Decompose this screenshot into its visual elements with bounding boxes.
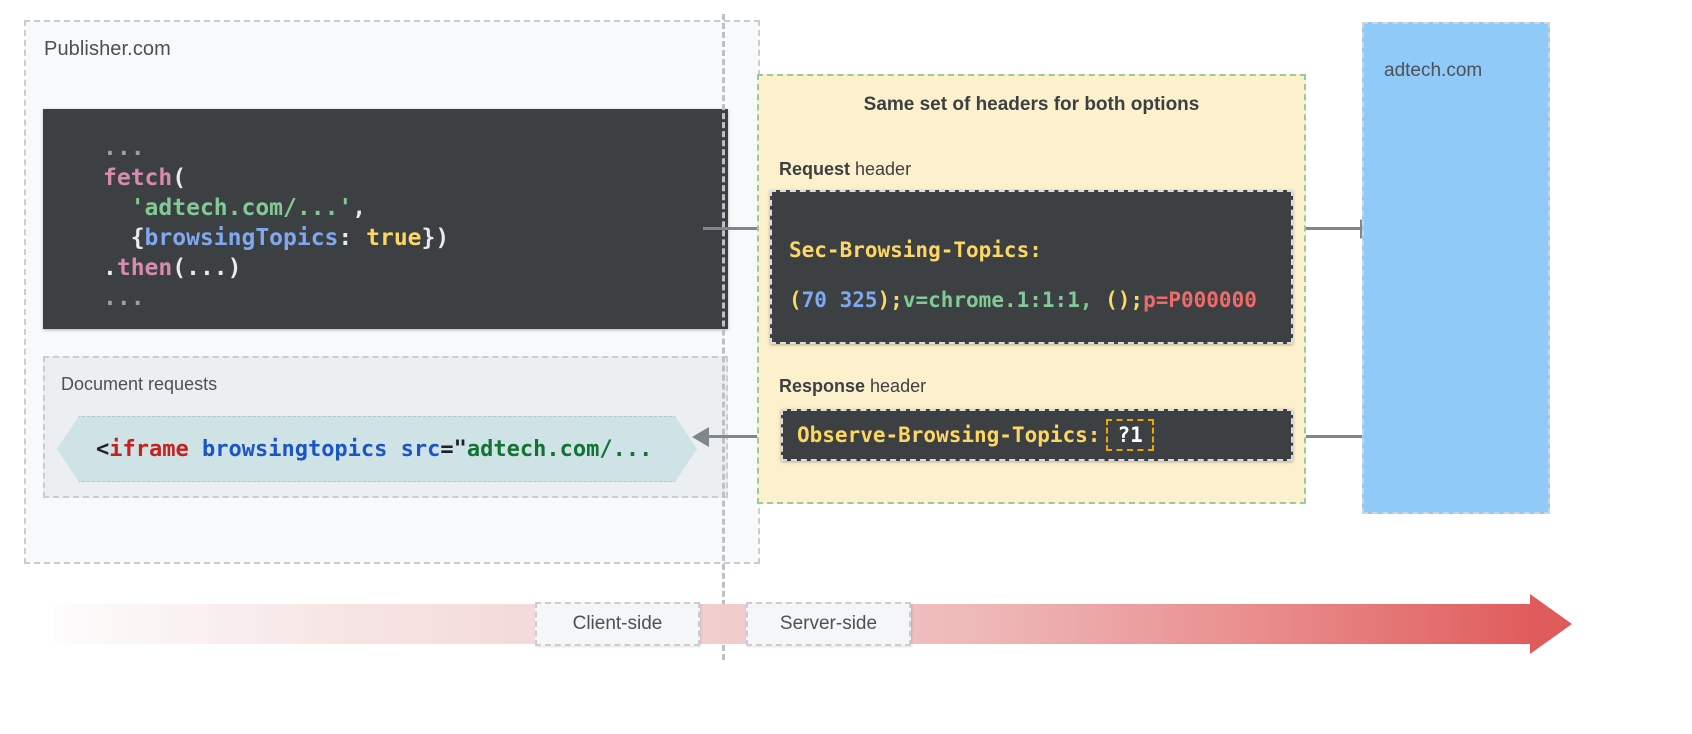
arrow-response-to-publisher-line xyxy=(700,435,768,438)
timeline-label-server-side: Server-side xyxy=(746,602,911,646)
request-header-block: Sec-Browsing-Topics: (70 325);v=chrome.1… xyxy=(770,190,1293,344)
request-header-caption: Request header xyxy=(779,159,911,180)
request-caption-rest: header xyxy=(850,159,912,179)
request-header-value: (70 325);v=chrome.1:1:1, ();p=P000000 xyxy=(789,288,1257,312)
request-caption-bold: Request xyxy=(779,159,851,179)
response-header-name: Observe-Browsing-Topics: xyxy=(797,423,1101,447)
response-caption-rest: header xyxy=(865,376,927,396)
response-header-block: Observe-Browsing-Topics: ?1 xyxy=(781,409,1293,461)
adtech-label: adtech.com xyxy=(1384,60,1483,81)
response-header-caption: Response header xyxy=(779,376,926,397)
fetch-code-text: ... fetch( 'adtech.com/...', {browsingTo… xyxy=(103,135,450,311)
timeline-arrow-head-icon xyxy=(1530,594,1572,654)
client-server-divider xyxy=(722,14,725,660)
iframe-snippet-text: <iframe browsingtopics src="adtech.com/.… xyxy=(96,436,653,462)
response-header-value-highlight: ?1 xyxy=(1106,419,1154,451)
arrow-publisher-to-request xyxy=(703,227,765,230)
timeline-label-client-side: Client-side xyxy=(535,602,700,646)
headers-panel: Same set of headers for both options Req… xyxy=(757,74,1306,504)
arrow-response-to-publisher-head-icon xyxy=(692,427,709,447)
response-caption-bold: Response xyxy=(779,376,866,396)
iframe-snippet-chip: <iframe browsingtopics src="adtech.com/.… xyxy=(57,416,697,482)
adtech-container: adtech.com xyxy=(1362,22,1550,514)
request-header-name: Sec-Browsing-Topics: xyxy=(789,238,1042,262)
document-requests-container: Document requests <iframe browsingtopics… xyxy=(43,356,728,498)
document-requests-label: Document requests xyxy=(61,374,218,394)
arrow-adtech-to-response xyxy=(1300,435,1362,438)
publisher-label: Publisher.com xyxy=(44,38,171,60)
arrow-request-to-adtech-line xyxy=(1300,227,1362,230)
headers-panel-title: Same set of headers for both options xyxy=(863,94,1200,115)
fetch-code-block: ... fetch( 'adtech.com/...', {browsingTo… xyxy=(43,109,728,329)
